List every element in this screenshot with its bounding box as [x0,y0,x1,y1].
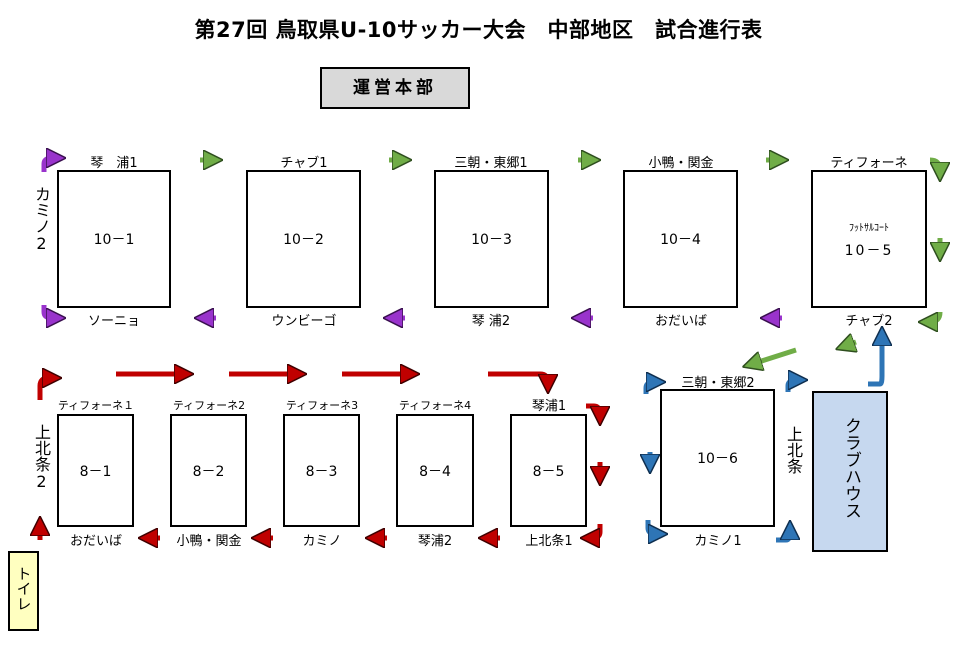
toilet-box: トイレ [8,551,39,631]
team-label: ティフォーネ3 [285,399,359,412]
field-8-2: 8－2 [170,414,247,527]
field-8-3: 8－3 [283,414,360,527]
field-id: 10－3 [471,232,512,248]
hq-box: 運営本部 [320,67,470,109]
field-10-1: 10－1 [57,170,171,308]
field-id: 10－1 [93,232,135,248]
side-label-kamino2: カミノ2 [32,186,51,253]
team-label: 上北条1 [525,534,573,549]
team-label: ソーニョ [87,314,140,329]
field-10-3: 10－3 [434,170,549,308]
team-label: おだいば [654,314,707,329]
team-label: ティフォーネ2 [172,399,246,412]
team-label: チャブ1 [280,156,328,171]
field-id: 10－4 [660,232,701,248]
field-id: 8－2 [192,463,225,480]
field-id: 10－5 [844,242,894,259]
blue-arrows [646,336,882,540]
field-id: 10－2 [283,232,324,248]
club-house: クラブハウス [812,391,888,552]
purple-arrows [41,158,782,318]
field-8-4: 8－4 [396,414,474,527]
team-label: 琴浦2 [417,534,453,549]
field-id: 8－1 [79,463,112,480]
field-8-5: 8－5 [510,414,587,527]
field-10-5: ﾌｯﾄｻﾙｺｰﾄ 10－5 [811,170,927,308]
team-label: 琴 浦2 [471,314,511,329]
team-label: おだいば [69,534,122,549]
field-10-6: 10－6 [660,389,775,527]
team-label: カミノ [302,534,342,549]
field-10-4: 10－4 [623,170,738,308]
green-arrows [200,160,940,364]
field-id: 8－5 [532,463,565,480]
field-8-1: 8－1 [57,414,134,527]
team-label: 琴 浦1 [90,156,138,171]
team-label: ウンビーゴ [271,314,337,329]
page-title: 第27回 鳥取県U-10サッカー大会 中部地区 試合進行表 [194,18,763,42]
field-id: 10－6 [697,451,738,467]
team-label: ティフォーネ [830,156,908,171]
field-10-2: 10－2 [246,170,361,308]
field-id: 8－3 [305,463,338,480]
team-label: ティフォーネ１ [57,399,135,412]
team-label: 小鴨・関金 [176,534,242,549]
side-label-kamihojo: 上北条 [784,426,803,474]
field-id: 8－4 [419,463,451,480]
side-label-kamihojo2: 上北条2 [32,424,51,491]
team-label: チャブ2 [845,314,893,329]
team-label: 琴浦1 [531,399,567,414]
field-subtitle: ﾌｯﾄｻﾙｺｰﾄ [849,222,889,234]
team-label: 小鴨・関金 [648,156,714,171]
team-label: カミノ1 [694,534,742,549]
team-label: ティフォーネ4 [398,399,472,412]
team-label: 三朝・東郷2 [681,376,755,391]
red-arrows [40,374,600,540]
team-label: 三朝・東郷1 [454,156,528,171]
